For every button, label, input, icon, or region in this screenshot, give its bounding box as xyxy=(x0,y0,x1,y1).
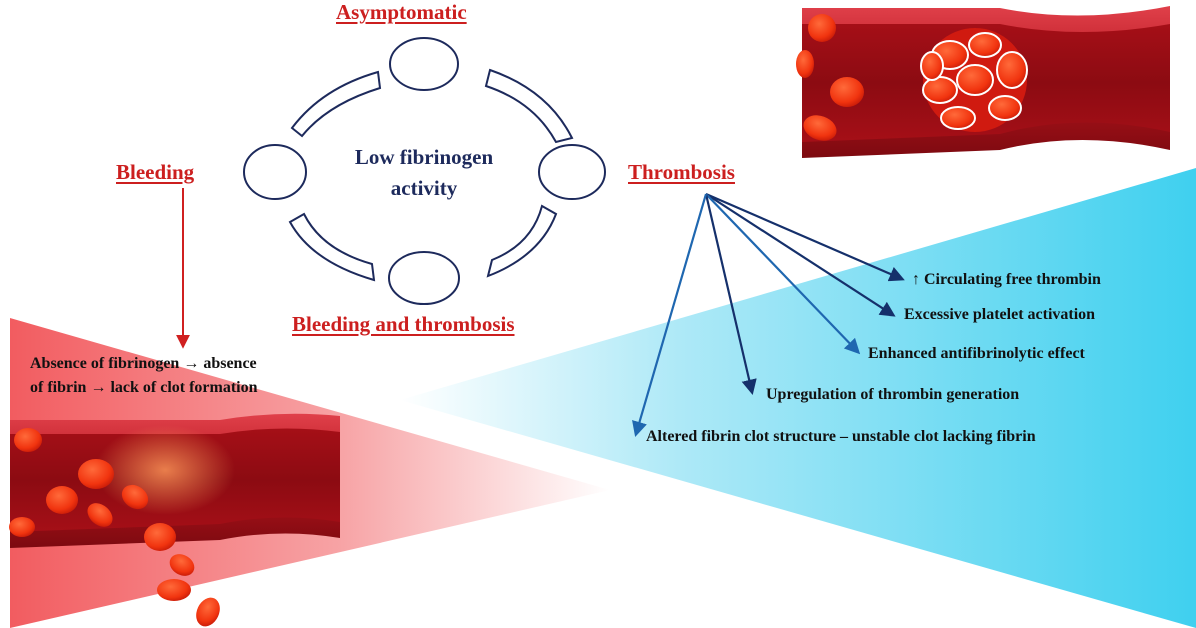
cycle-arc-top-left xyxy=(290,70,382,138)
cycle-node-left xyxy=(243,144,307,200)
effect-thrombin-generation: Upregulation of thrombin generation xyxy=(766,386,1020,403)
cycle-node-right xyxy=(538,144,606,200)
clot xyxy=(920,28,1028,132)
cycle-arc-bottom-right xyxy=(486,204,558,278)
phenotype-asymptomatic: Asymptomatic xyxy=(336,0,467,24)
arrow-antifibrinolytic xyxy=(705,193,861,355)
cycle-arc-bottom-left xyxy=(288,212,376,282)
arrow-platelet-activation xyxy=(705,193,896,317)
cycle-node-top xyxy=(389,37,459,91)
fibrinogen-cycle xyxy=(243,37,606,305)
arrow-clot-structure xyxy=(632,193,708,437)
thrombosis-arrows xyxy=(632,192,905,437)
thrombosis-vessel-illustration xyxy=(796,6,1170,158)
cycle-node-bottom xyxy=(388,251,460,305)
bleeding-mechanism: Absence of fibrinogen → absence of fibri… xyxy=(30,352,258,400)
arrow-thrombin-generation xyxy=(704,193,757,396)
effect-antifibrinolytic: Enhanced antifibrinolytic effect xyxy=(868,345,1085,362)
center-label: Low fibrinogen activity xyxy=(320,142,528,204)
center-label-line1: Low fibrinogen xyxy=(354,145,494,169)
phenotype-bleeding-and-thrombosis: Bleeding and thrombosis xyxy=(292,312,515,336)
arrow-free-thrombin xyxy=(705,192,905,282)
bleeding-mechanism-line1: Absence of fibrinogen → absence xyxy=(30,355,257,372)
bleeding-vessel-illustration xyxy=(9,413,340,627)
phenotype-bleeding: Bleeding xyxy=(116,160,195,184)
effect-platelet-activation: Excessive platelet activation xyxy=(904,306,1096,323)
thrombosis-wedge xyxy=(400,168,1196,628)
phenotype-thrombosis: Thrombosis xyxy=(628,160,735,184)
effect-free-thrombin: ↑ Circulating free thrombin xyxy=(912,271,1101,288)
bleeding-mechanism-line2: of fibrin → lack of clot formation xyxy=(30,379,258,396)
center-label-line2: activity xyxy=(390,176,458,200)
cycle-arc-top-right xyxy=(484,68,574,144)
effect-clot-structure: Altered fibrin clot structure – unstable… xyxy=(646,428,1036,445)
